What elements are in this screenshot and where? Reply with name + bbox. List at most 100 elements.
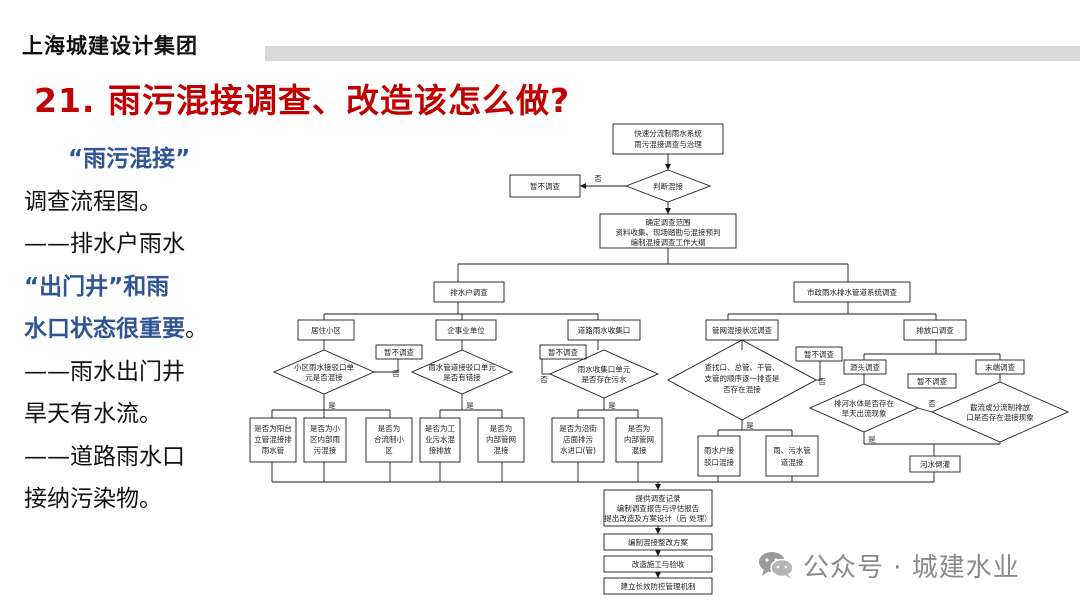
fc-text: 排放口调查 [916,325,954,335]
fc-text: 排水户调查 [450,287,488,297]
fc-text: 是 [608,401,616,410]
fc-text: 是 [868,435,876,444]
text-line: 调查流程图。 [24,188,162,215]
fc-text: 雨、污水管 [773,445,811,455]
fc-diamond [930,381,1070,443]
fc-leaf-box [303,417,347,463]
fc-source-box [843,359,887,375]
fc-text: 暂不调查 [530,181,560,191]
fc-text: 是否为 [378,423,401,433]
fc-text: 排河水体是否存在 [834,398,894,408]
fc-text: 合流制小 [374,434,404,444]
fc-text: 混接 [632,445,647,455]
fc-cat-box [903,319,967,341]
fc-text: 支管的顺序逐一排查是 [705,373,780,383]
fc-text: 是否为小 [310,423,340,433]
fc-text: 编制混接整改方案 [628,537,688,547]
fc-text: 否 [928,399,936,408]
fc-text: 暂不调查 [917,376,947,386]
fc-cat-box [567,319,641,341]
fc-text: 是否为工 [425,423,455,433]
fc-text: 否存在混接 [723,384,761,394]
slide-title: 21. 雨污混接调查、改造该怎么做? [34,81,571,120]
fc-text: 业污水混 [425,434,455,444]
fc-text: 口是否存在混接现象 [966,412,1034,422]
text-line: 接纳污染物。 [24,486,162,512]
fc-text: 区 [385,446,393,455]
fc-text: 管网混接状况调查 [712,325,772,335]
wechat-icon [759,552,794,579]
fc-text: 水进口(管) [560,445,596,455]
fc-diamond [808,383,920,433]
fc-leaf-box [249,417,297,463]
quote-text: “雨污混接” [68,146,191,172]
fc-text: 改造施工与验收 [632,559,685,569]
text-tail: 。 [185,316,208,342]
left-text-block: “雨污混接” 调查流程图。 ——排水户雨水 “出门井”和雨 水口状态很重要。 —… [24,138,234,521]
fc-text: 末端调查 [985,362,1015,372]
fc-text: 区内部雨 [310,434,340,444]
fc-text: 是 [466,401,474,410]
highlight-line: “出门井”和雨 [24,273,170,300]
fc-text: 是否为阳台 [254,423,292,433]
fc-text: 道路雨水收集口 [578,325,631,335]
fc-text: 雨水收集口单元 [578,364,631,374]
fc-text: 编制调查报告与评估报告 [617,503,700,513]
fc-no-survey-box [375,344,423,360]
fc-text: 企事业单位 [447,325,485,335]
text-line: ——道路雨水口 [24,443,185,470]
fc-text: 小区雨水接驳口单 [294,362,354,372]
fc-leaf-box [765,435,819,477]
fc-no-survey-box [795,346,843,362]
fc-text: 源头调查 [850,362,880,372]
brand-title: 上海城建设计集团 [22,34,198,58]
fc-diamond [272,349,376,395]
fc-text: 驳口混接 [704,457,734,467]
text-line: ——雨水出门井 [24,358,185,385]
fc-text: 市政雨水排水管道系统调查 [807,287,897,297]
fc-leaf-box [615,417,663,463]
fc-diamond [548,349,660,399]
fc-text: 混接 [494,445,509,455]
fc-text: 内部管网 [486,434,516,444]
fc-leaf-box [477,417,525,463]
fc-text: 居住小区 [311,325,341,335]
fc-text: 雨污混接调查与治理 [634,139,702,149]
fc-text: 否 [392,369,400,378]
fc-text: 快速分流制雨水系统 [634,128,702,138]
header-bar [265,46,1080,61]
fc-text: 雨水户接 [704,445,734,455]
fc-text: 暂不调查 [548,347,578,357]
fc-text: 暂不调查 [804,349,834,359]
fc-text: 是否存在污水 [582,374,627,384]
fc-cat-box [297,319,355,341]
text-line: ——排水户雨水 [24,231,185,257]
fc-text: 店面排污 [563,434,593,444]
fc-text: 是否有错接 [443,372,481,382]
fc-text: 判断混接 [653,181,683,191]
fc-text: 否 [540,375,548,384]
fc-text: 立管混接排 [254,434,292,444]
watermark-text: 公众号 · 城建水业 [803,552,1020,583]
fc-no-survey-box [907,373,957,389]
fc-leaf-box [697,435,741,477]
fc-text: 资料收集、现场踏勘与混接预判 [616,227,721,237]
fc-text: 查找口、总管、干管、 [705,362,780,372]
fc-text: 雨水管道接驳口单元 [428,362,496,372]
fc-text: 否 [818,377,826,386]
fc-leaf-box [365,417,413,463]
fc-text: 道混接 [781,457,804,467]
fc-text: 是 [746,421,754,430]
fc-text: 元是否混接 [305,372,343,382]
fc-no-survey-box [539,344,587,360]
fc-text: 雨水管 [262,445,285,455]
fc-text: 否 [594,174,602,183]
fc-text: 编制混接调查工作大纲 [631,237,706,247]
fc-text: 河水倒灌 [920,459,950,469]
fc-text: 是否为 [490,423,513,433]
fc-text: 提出改造及方案设计（后 处理） [604,513,711,523]
fc-diamond [410,349,514,395]
fc-cat-box [435,319,497,341]
fc-branch-right-box [793,281,911,303]
fc-text: 接排放 [429,445,452,455]
